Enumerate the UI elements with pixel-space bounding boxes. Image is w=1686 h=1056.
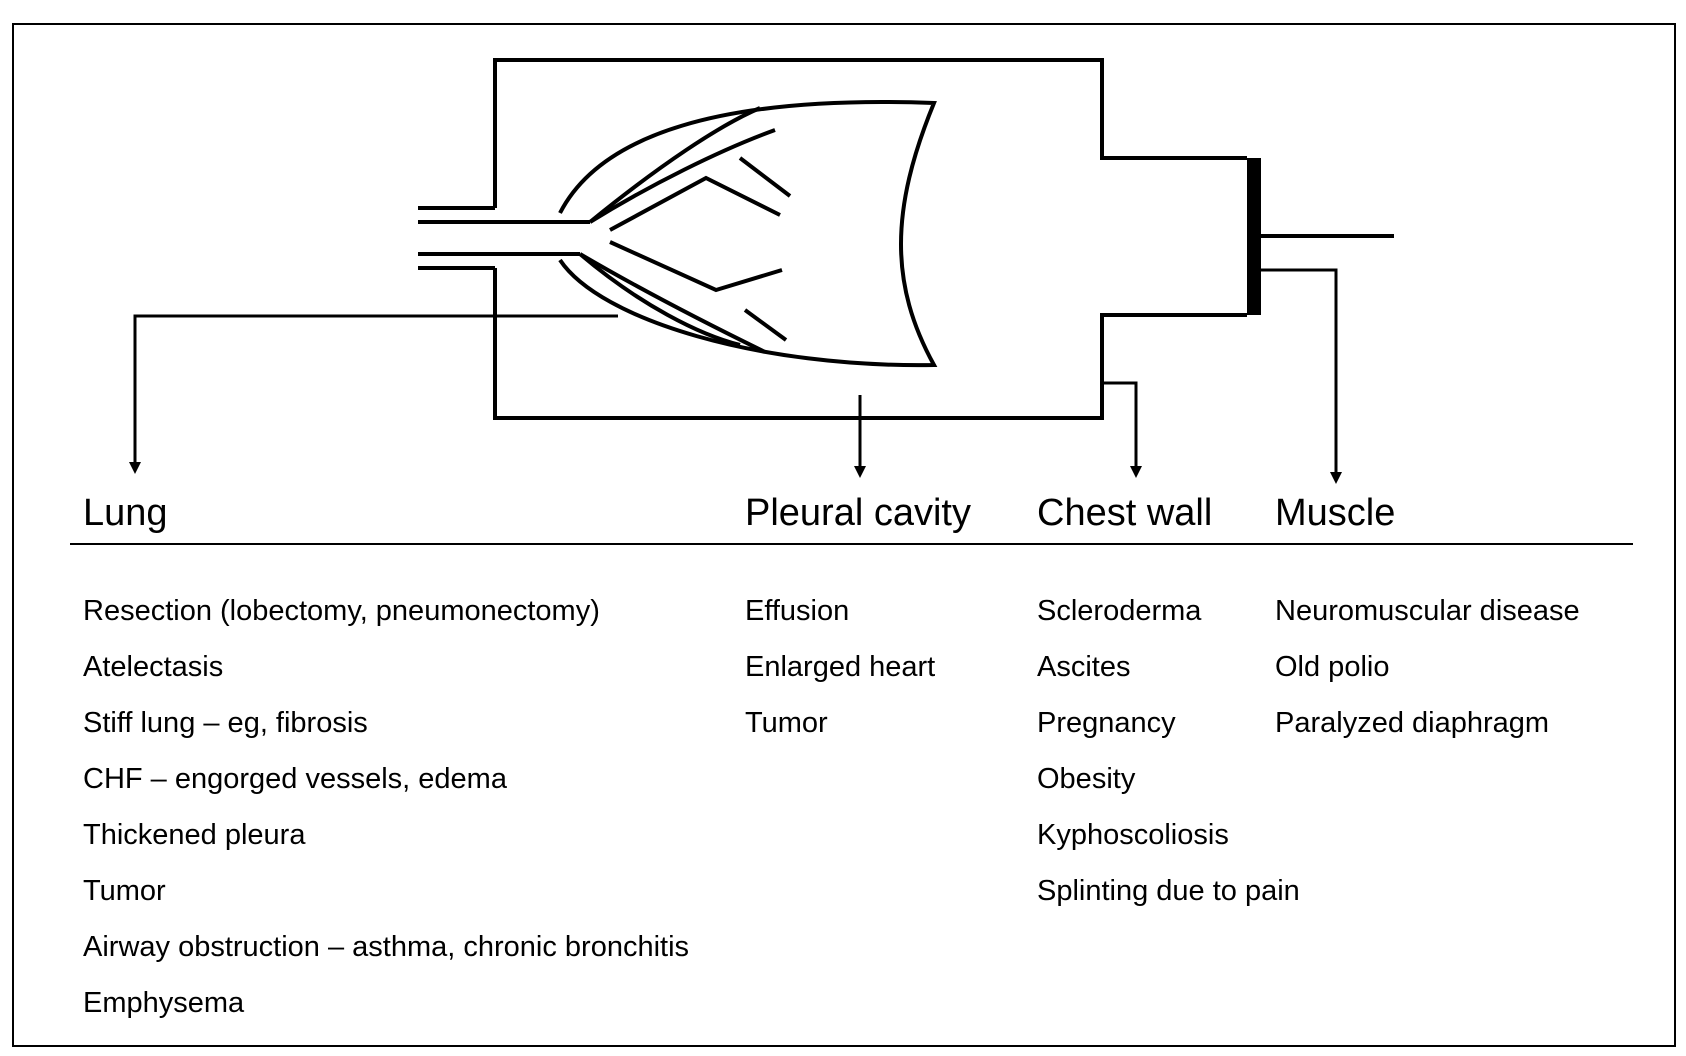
pleural-arrowhead bbox=[854, 466, 866, 478]
list-item: Scleroderma bbox=[1037, 583, 1300, 639]
header-muscle: Muscle bbox=[1275, 490, 1395, 536]
chest-wall-arrowhead bbox=[1130, 466, 1142, 478]
pleural-causes-list: Effusion Enlarged heart Tumor bbox=[745, 583, 935, 751]
chest-wall-pointer bbox=[1102, 383, 1136, 474]
list-item: Stiff lung – eg, fibrosis bbox=[83, 695, 689, 751]
header-pleural-cavity: Pleural cavity bbox=[745, 490, 971, 536]
list-item: Kyphoscoliosis bbox=[1037, 807, 1300, 863]
list-item: Emphysema bbox=[83, 975, 689, 1031]
muscle-causes-list: Neuromuscular disease Old polio Paralyze… bbox=[1275, 583, 1580, 751]
list-item: CHF – engorged vessels, edema bbox=[83, 751, 689, 807]
list-item: Pregnancy bbox=[1037, 695, 1300, 751]
list-item: Tumor bbox=[83, 863, 689, 919]
list-item: Neuromuscular disease bbox=[1275, 583, 1580, 639]
list-item: Splinting due to pain bbox=[1037, 863, 1300, 919]
header-chest-wall: Chest wall bbox=[1037, 490, 1212, 536]
muscle-piston bbox=[1247, 158, 1261, 315]
list-item: Resection (lobectomy, pneumonectomy) bbox=[83, 583, 689, 639]
airway-tube bbox=[418, 208, 590, 268]
muscle-arrowhead bbox=[1330, 472, 1342, 484]
lung-pointer bbox=[135, 316, 618, 468]
list-item: Atelectasis bbox=[83, 639, 689, 695]
list-item: Enlarged heart bbox=[745, 639, 935, 695]
list-item: Airway obstruction – asthma, chronic bro… bbox=[83, 919, 689, 975]
list-item: Effusion bbox=[745, 583, 935, 639]
chest-wall-causes-list: Scleroderma Ascites Pregnancy Obesity Ky… bbox=[1037, 583, 1300, 919]
list-item: Paralyzed diaphragm bbox=[1275, 695, 1580, 751]
lung-causes-list: Resection (lobectomy, pneumonectomy) Ate… bbox=[83, 583, 689, 1031]
list-item: Old polio bbox=[1275, 639, 1580, 695]
lung-arrowhead bbox=[129, 462, 141, 474]
list-item: Tumor bbox=[745, 695, 935, 751]
muscle-pointer bbox=[1261, 270, 1336, 480]
header-lung: Lung bbox=[83, 490, 168, 536]
list-item: Obesity bbox=[1037, 751, 1300, 807]
list-item: Ascites bbox=[1037, 639, 1300, 695]
list-item: Thickened pleura bbox=[83, 807, 689, 863]
